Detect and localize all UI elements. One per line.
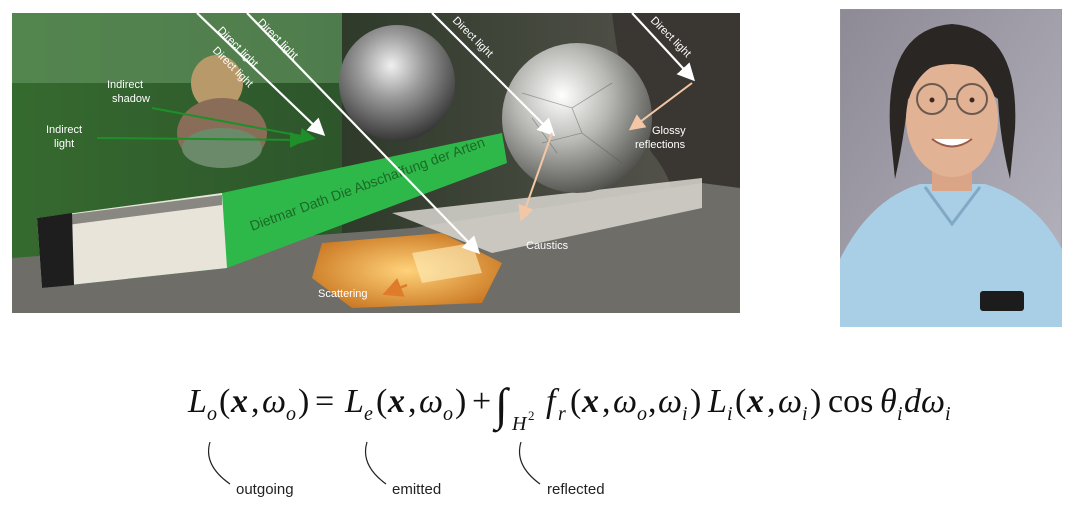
- eq-L-emit: L: [344, 383, 364, 420]
- eq-rparen: ): [810, 383, 821, 420]
- equation-annotations: outgoing emitted reflected: [208, 441, 605, 498]
- rendering-equation: L o ( x , ω o ) = L e ( x , ω o ) + ∫ H …: [0, 370, 1073, 440]
- green-book: [37, 133, 507, 288]
- eq-omega: ω: [778, 383, 802, 420]
- outgoing-bracket: [208, 441, 231, 485]
- rendering-scene-photo: Dietmar Dath Die Abschaffung der Arten D…: [12, 13, 740, 313]
- label-indirect-shadow-2: shadow: [112, 93, 150, 105]
- eq-sub-i: i: [897, 403, 903, 425]
- eq-lparen: (: [570, 383, 581, 420]
- annotation-reflected: reflected: [547, 481, 605, 498]
- eq-lparen: (: [219, 383, 230, 420]
- eq-omega: ω: [419, 383, 443, 420]
- emitted-bracket: [364, 441, 387, 485]
- eq-sub-o: o: [443, 403, 453, 425]
- eq-sub-i: i: [802, 403, 808, 425]
- label-scattering: Scattering: [318, 288, 368, 300]
- label-glossy-1: Glossy: [652, 125, 686, 137]
- label-indirect-shadow-1: Indirect: [107, 79, 143, 91]
- eq-comma: ,: [648, 383, 657, 420]
- eq-H: H: [511, 413, 528, 435]
- sunlit-sill: [392, 178, 702, 253]
- eq-sub-e: e: [364, 403, 373, 425]
- eq-comma: ,: [251, 383, 260, 420]
- scattering-arrow: [382, 278, 408, 297]
- caustics-arrow: [518, 132, 553, 222]
- eq-omega: ω: [613, 383, 637, 420]
- direct-light-arrow-3: [431, 13, 556, 137]
- eq-rparen: ): [690, 383, 701, 420]
- eq-rparen: ): [455, 383, 466, 420]
- eq-sub-i: i: [682, 403, 688, 425]
- eq-sub-o: o: [286, 403, 296, 425]
- eq-x: x: [746, 383, 764, 420]
- label-indirect-light-2: light: [54, 138, 74, 150]
- eq-sub-i: i: [727, 403, 733, 425]
- eq-rparen: ): [298, 383, 309, 420]
- eq-omega: ω: [262, 383, 286, 420]
- chrome-sphere: [339, 25, 455, 141]
- eq-plus: +: [472, 383, 491, 420]
- window-light: [12, 13, 342, 83]
- eq-x: x: [581, 383, 599, 420]
- label-indirect-light-1: Indirect: [46, 124, 82, 136]
- label-glossy-2: reflections: [635, 139, 686, 151]
- label-caustics: Caustics: [526, 240, 569, 252]
- eq-two: 2: [528, 408, 535, 423]
- glossy-reflection-arrow: [628, 82, 693, 131]
- direct-light-arrow-2: [246, 13, 481, 255]
- eq-sub-o: o: [637, 403, 647, 425]
- eq-L-in: L: [707, 383, 727, 420]
- eq-L-out: L: [187, 383, 207, 420]
- reflected-bracket: [518, 441, 541, 485]
- indirect-light-arrow: [96, 131, 306, 148]
- eq-comma: ,: [408, 383, 417, 420]
- rendering-equation-svg: L o ( x , ω o ) = L e ( x , ω o ) + ∫ H …: [187, 379, 951, 435]
- glasses-icon: [916, 83, 988, 115]
- buddha-figurine: [177, 55, 267, 168]
- annotation-outgoing: outgoing: [236, 481, 294, 498]
- eq-x: x: [230, 383, 248, 420]
- eq-sub-r: r: [558, 403, 566, 425]
- eq-lparen: (: [735, 383, 746, 420]
- annotation-emitted: emitted: [392, 481, 441, 498]
- eq-equals: =: [315, 383, 334, 420]
- indirect-shadow-arrow: [151, 107, 316, 144]
- eq-sub-o: o: [207, 403, 217, 425]
- eq-lparen: (: [376, 383, 387, 420]
- pocket-items: [980, 291, 1024, 311]
- eq-sub-i: i: [945, 403, 951, 425]
- eq-omega: ω: [658, 383, 682, 420]
- eq-comma: ,: [602, 383, 611, 420]
- portrait-photo: [840, 9, 1062, 327]
- crackled-glass-sphere: [502, 43, 652, 193]
- eq-d: d: [904, 383, 922, 420]
- eq-theta: θ: [880, 383, 897, 420]
- direct-light-arrow-1: [196, 13, 326, 137]
- direct-light-arrow-4: [631, 13, 695, 82]
- eq-x: x: [387, 383, 405, 420]
- eq-omega: ω: [921, 383, 945, 420]
- eq-cos: cos: [828, 383, 873, 420]
- face: [906, 61, 998, 177]
- eq-comma: ,: [767, 383, 776, 420]
- eq-integral: ∫: [492, 379, 510, 433]
